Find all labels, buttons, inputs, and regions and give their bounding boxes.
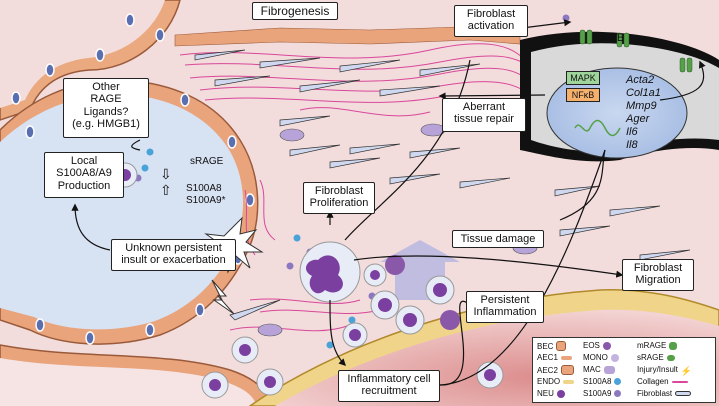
rage-receptor-label: RAGE	[593, 32, 625, 44]
inflammatory-recruitment-box: Inflammatory cell recruitment	[338, 370, 440, 402]
vessel-bottom-left	[0, 344, 271, 406]
lightning-icon	[211, 279, 235, 315]
up-arrow-icon: ⇧	[160, 182, 172, 198]
local-production-line3: Production	[57, 179, 111, 192]
eosinophil-icon	[602, 341, 611, 350]
mrage-receptor-icon	[669, 341, 678, 350]
aberrant-repair-line2: tissue repair	[454, 113, 514, 126]
inflammatory-cells	[112, 162, 504, 399]
gene-il8: Il8	[626, 139, 638, 151]
srage-icon	[666, 354, 675, 361]
gene-mmp9: Mmp9	[626, 100, 657, 112]
other-rage-ligands-line4: (e.g. HMGB1)	[72, 117, 140, 130]
tissue-damage-box: Tissue damage	[452, 230, 544, 248]
legend: BEC AEC1 AEC2 ENDO NEU EOS MONO MAC S100…	[532, 337, 716, 403]
local-production-line1: Local	[70, 155, 98, 167]
s100a9-dot-icon	[614, 390, 622, 397]
down-arrow-icon: ⇩	[160, 166, 172, 182]
other-rage-ligands-line3: Ligands?	[83, 105, 129, 118]
gene-acta2: Acta2	[626, 74, 655, 86]
bronchial-epithelial-cell-icon	[556, 341, 567, 351]
legend-item-aec2: AEC2	[537, 365, 574, 375]
legend-item-fibroblast: Fibroblast	[637, 389, 692, 398]
other-rage-ligands-line2: RAGE	[90, 93, 122, 106]
fibroblast-activation-label: Fibroblast activation	[454, 5, 528, 37]
legend-item-neu: NEU	[537, 389, 565, 398]
legend-item-injury: Injury/Insult⚡	[637, 365, 693, 376]
gene-ager: Ager	[626, 113, 650, 125]
legend-item-mono: MONO	[583, 353, 619, 362]
fibroblast-migration-box: Fibroblast Migration	[622, 259, 694, 291]
dna-helix	[574, 119, 621, 137]
s100a8-label: S100A8	[186, 183, 222, 194]
unknown-insult-line1: Unknown persistent	[125, 242, 222, 254]
alveolar-epithelial-cell-type2-icon	[560, 365, 574, 375]
persistent-inflammation-line1: Persistent	[480, 294, 530, 306]
gene-il6: Il6	[626, 126, 638, 138]
macrophage-icon	[603, 365, 615, 374]
unknown-insult-box: Unknown persistent insult or exacerbatio…	[111, 239, 236, 271]
legend-item-mac: MAC	[583, 365, 615, 374]
legend-item-s100a9: S100A9	[583, 389, 622, 398]
fibroblast-proliferation-line1: Fibroblast	[314, 185, 364, 197]
s100a8-dot-icon	[614, 378, 622, 385]
fibroblast-icon	[675, 391, 692, 396]
fibroblast-proliferation-line2: Proliferation	[309, 197, 369, 210]
legend-item-s100a8: S100A8	[583, 377, 622, 386]
legend-item-bec: BEC	[537, 341, 567, 351]
fibroblast-activation-line2: activation	[467, 20, 515, 33]
srage-label: sRAGE	[190, 156, 224, 167]
fibroblast-migration-line1: Fibroblast	[633, 262, 683, 274]
local-production-line2: S100A8/A9	[56, 167, 112, 180]
mapk-box: MAPK	[566, 71, 600, 85]
monocyte-icon	[610, 353, 619, 362]
persistent-inflammation-line2: Inflammation	[473, 306, 537, 319]
legend-item-aec1: AEC1	[537, 353, 572, 362]
legend-item-mrage: mRAGE	[637, 341, 678, 350]
gene-col1a1: Col1a1	[626, 87, 661, 99]
persistent-inflammation-box: Persistent Inflammation	[466, 291, 544, 323]
legend-item-collagen: Collagen	[637, 377, 688, 386]
aberrant-repair-box: Aberrant tissue repair	[442, 98, 526, 132]
fibroblast-migration-line2: Migration	[635, 274, 681, 287]
activated-fibroblast-cell	[520, 31, 719, 162]
other-rage-ligands-line1: Other	[92, 81, 120, 93]
fibroblast-activation-line1: Fibroblast	[466, 8, 516, 20]
fibroblast-proliferation-box: Fibroblast Proliferation	[303, 182, 375, 214]
alveolar-epithelial-cell-type1-icon	[560, 355, 572, 360]
legend-item-srage: sRAGE	[637, 353, 675, 362]
legend-item-endo: ENDO	[537, 377, 575, 386]
neutrophil-icon	[556, 389, 565, 398]
endothelial-cell-icon	[563, 379, 575, 384]
inflammatory-recruitment-line2: recruitment	[361, 385, 417, 398]
local-production-box: Local S100A8/A9 Production	[44, 152, 124, 198]
s100a9-label: S100A9*	[186, 195, 226, 206]
aberrant-repair-line1: Aberrant	[462, 101, 506, 113]
collagen-icon	[671, 380, 688, 383]
rage-receptors	[579, 29, 693, 73]
inflammatory-recruitment-line1: Inflammatory cell	[347, 373, 431, 385]
legend-item-eos: EOS	[583, 341, 611, 350]
nfkb-box: NFκB	[566, 88, 600, 102]
unknown-insult-line2: insult or exacerbation	[121, 254, 226, 267]
alveolus-top-left	[0, 0, 181, 121]
lightning-icon: ⚡	[680, 365, 693, 376]
fibrogenesis-label: Fibrogenesis	[252, 2, 338, 20]
other-rage-ligands-box: Other RAGE Ligands? (e.g. HMGB1)	[63, 78, 149, 138]
